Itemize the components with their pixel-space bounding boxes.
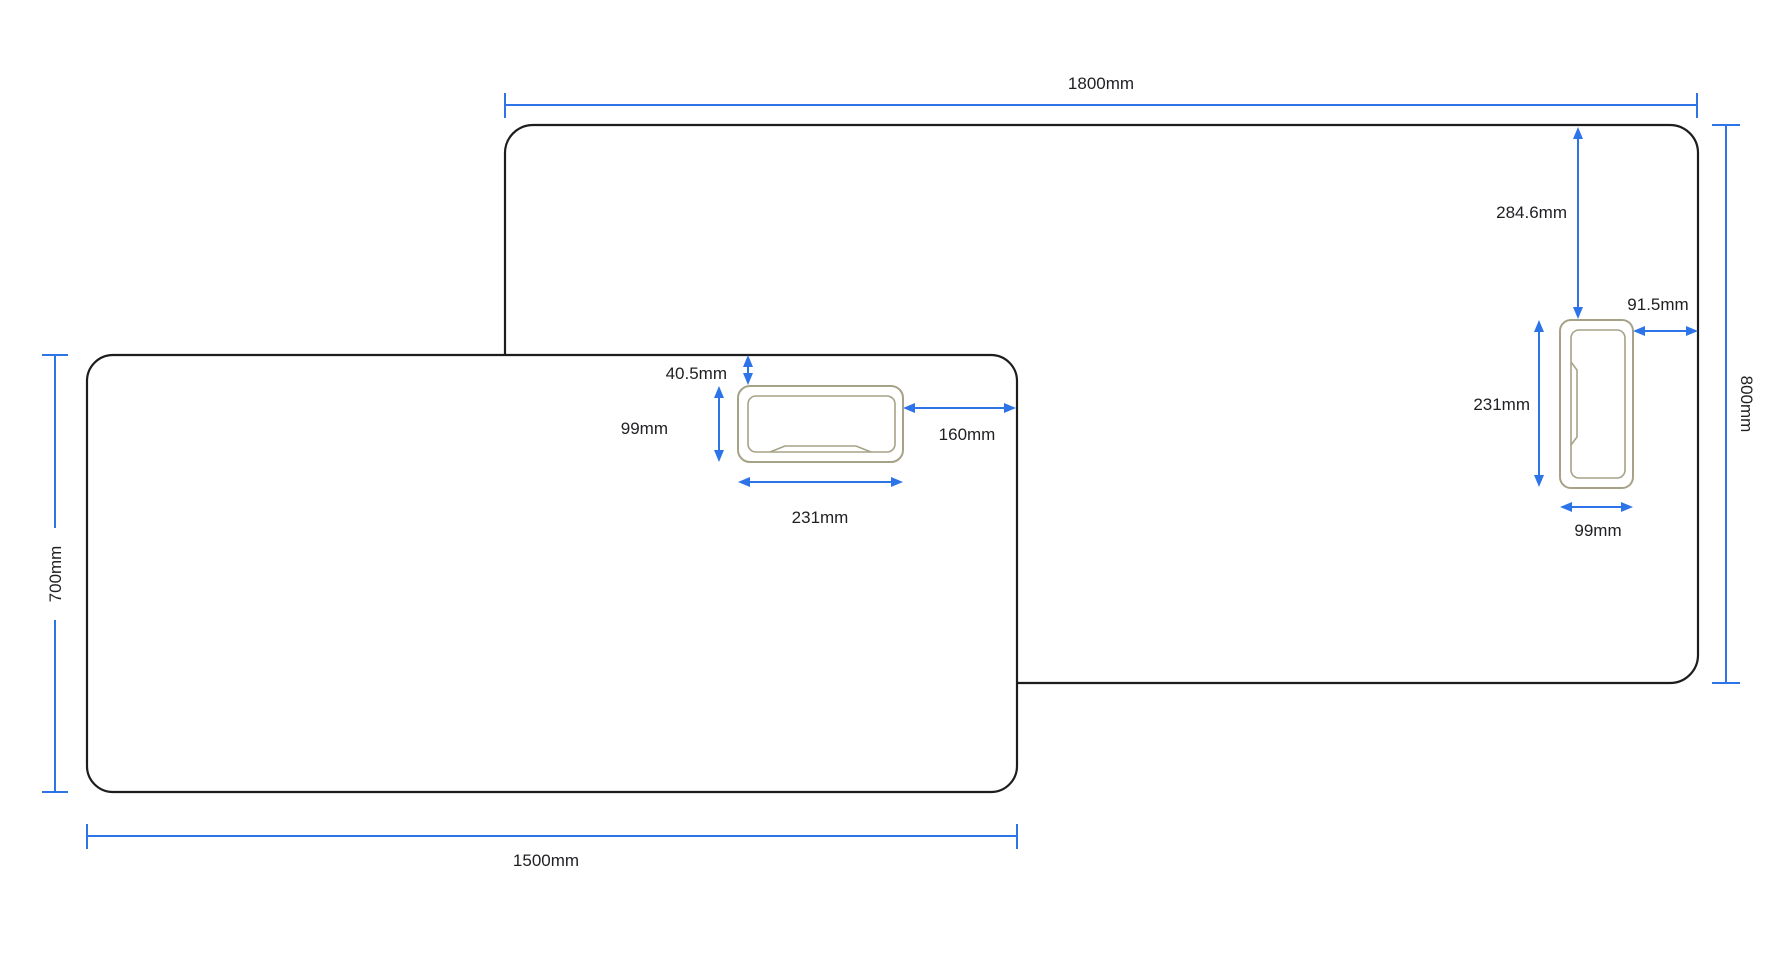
arrowhead-down <box>1534 475 1544 487</box>
dim-small-grommet-width: 231mm <box>738 477 903 527</box>
grommet-left[interactable] <box>737 385 904 463</box>
grommet-inner <box>1570 329 1626 479</box>
arrowhead-up <box>714 386 724 398</box>
arrowhead-right <box>891 477 903 487</box>
dim-label-small-grommet-width: 231mm <box>792 508 849 527</box>
arrowhead-right <box>1686 326 1698 336</box>
dim-large-grommet-top-offset: 284.6mm <box>1496 127 1583 319</box>
arrowhead-right <box>1621 502 1633 512</box>
grommet-tab <box>1570 361 1578 446</box>
dim-label-large-grommet-top-offset: 284.6mm <box>1496 203 1567 222</box>
dim-large-width: 1800mm <box>504 74 1698 118</box>
dim-large-grommet-height: 231mm <box>1473 320 1544 487</box>
dim-label-small-width: 1500mm <box>513 851 579 870</box>
dim-small-grommet-top-offset: 40.5mm <box>666 355 753 385</box>
grommet-inner <box>747 395 896 453</box>
dim-large-grommet-width: 99mm <box>1560 502 1633 540</box>
dim-label-small-grommet-right-offset: 160mm <box>939 425 996 444</box>
dim-small-height: 700mm <box>42 354 68 793</box>
arrowhead-right <box>1004 403 1016 413</box>
arrowhead-left <box>903 403 915 413</box>
arrowhead-up <box>743 355 753 367</box>
arrowhead-up <box>1534 320 1544 332</box>
dim-large-height: 800mm <box>1712 124 1756 684</box>
arrowhead-left <box>738 477 750 487</box>
dim-label-large-grommet-right-offset: 91.5mm <box>1627 295 1688 314</box>
dim-label-large-height: 800mm <box>1737 376 1756 433</box>
arrowhead-down <box>743 373 753 385</box>
arrowhead-up <box>1573 127 1583 139</box>
dim-label-large-grommet-height: 231mm <box>1473 395 1530 414</box>
dim-label-small-grommet-top-offset: 40.5mm <box>666 364 727 383</box>
dim-large-grommet-right-offset: 91.5mm <box>1627 295 1698 336</box>
arrowhead-left <box>1633 326 1645 336</box>
label-background <box>43 528 67 620</box>
grommet-outer <box>737 385 904 463</box>
grommet-outer <box>1559 319 1634 489</box>
arrowhead-down <box>714 450 724 462</box>
grommet-tab <box>769 445 872 453</box>
dim-label-large-grommet-width: 99mm <box>1574 521 1621 540</box>
dim-label-large-width: 1800mm <box>1068 74 1134 93</box>
panel-1500x700[interactable] <box>85 353 1019 794</box>
arrowhead-left <box>1560 502 1572 512</box>
dim-small-width: 1500mm <box>86 824 1018 870</box>
dim-label-small-grommet-height: 99mm <box>621 419 668 438</box>
dim-label-small-height: 700mm <box>46 546 65 603</box>
arrowhead-down <box>1573 307 1583 319</box>
grommet-right[interactable] <box>1559 319 1634 489</box>
dim-small-grommet-right-offset: 160mm <box>903 403 1016 444</box>
dim-small-grommet-height: 99mm <box>621 386 724 462</box>
